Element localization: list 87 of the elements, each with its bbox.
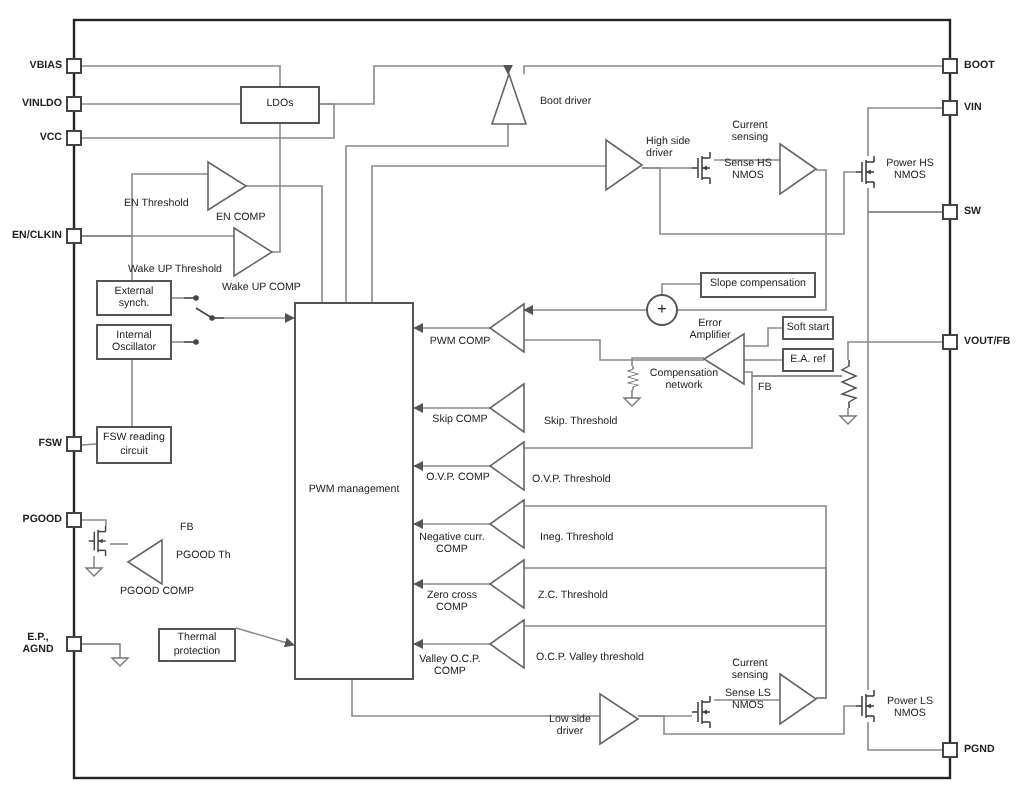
block-box (700, 272, 816, 298)
wire (131, 359, 133, 427)
arrow (413, 461, 491, 471)
block-box (96, 324, 172, 360)
wire (371, 165, 607, 303)
resistor-symbol (628, 366, 638, 390)
pin-pad (942, 204, 958, 220)
arrow (523, 305, 647, 315)
amplifier-triangle (780, 144, 816, 194)
amplifier-triangle (600, 694, 638, 744)
wire (743, 327, 783, 347)
pin-pad (66, 130, 82, 146)
wire (677, 169, 827, 311)
amplifier-triangle (490, 442, 524, 490)
summing-junction (646, 294, 678, 326)
wire (245, 185, 323, 303)
plus-sign: + (657, 302, 667, 318)
arrow (413, 639, 491, 649)
pin-pad (942, 334, 958, 350)
wire (171, 297, 185, 299)
resistor-symbol (842, 360, 856, 408)
pin-pad (942, 58, 958, 74)
wire (631, 357, 705, 367)
pin-pad (66, 436, 82, 452)
wire (523, 625, 827, 699)
pin-pad (942, 742, 958, 758)
pin-pad (66, 636, 82, 652)
arrow (413, 403, 491, 413)
wire (661, 283, 701, 295)
wire (523, 375, 843, 449)
amplifier-triangle (490, 500, 524, 548)
block-box (294, 302, 414, 680)
amplifier-triangle (780, 674, 816, 724)
switch-symbol (184, 294, 224, 342)
wire (713, 699, 781, 701)
arrow (413, 519, 491, 529)
amplifier-triangle (490, 304, 524, 352)
wire (637, 705, 857, 735)
transistor-symbol (692, 696, 714, 728)
wire (109, 543, 129, 545)
block-box (96, 426, 172, 464)
amplifier-triangle (490, 620, 524, 668)
pin-pad (66, 96, 82, 112)
block-box (782, 348, 834, 372)
arrow (413, 579, 491, 589)
block-box (782, 316, 834, 340)
transistor-symbol (856, 156, 878, 188)
wire (81, 103, 335, 139)
wire (713, 159, 781, 161)
transistor-symbol (856, 690, 878, 722)
transistor-symbol (692, 152, 714, 184)
wire (743, 359, 783, 361)
wire (523, 339, 705, 361)
wire (867, 107, 943, 157)
wire (271, 123, 281, 253)
wire (867, 721, 943, 751)
wire (171, 341, 185, 343)
wire (847, 341, 943, 361)
block-box (96, 280, 172, 316)
amplifier-triangle (490, 560, 524, 608)
amplifier-triangle (490, 384, 524, 432)
wire (81, 65, 281, 87)
pin-pad (942, 100, 958, 116)
wire (351, 679, 601, 717)
wire (81, 235, 133, 281)
amplifier-triangle (234, 228, 272, 276)
pin-pad (66, 58, 82, 74)
wire (523, 65, 943, 75)
block-box (158, 628, 236, 662)
arrow (235, 627, 295, 648)
pin-pad (66, 228, 82, 244)
wire (345, 123, 509, 303)
wire (81, 103, 241, 105)
wire (641, 167, 857, 235)
arrow (413, 323, 491, 333)
wire (81, 519, 107, 527)
transistor-symbol (88, 526, 110, 556)
wire (867, 211, 943, 691)
arrow (319, 64, 513, 105)
wire (81, 443, 97, 446)
amplifier-triangle (606, 140, 642, 190)
amplifier-triangle (128, 540, 162, 584)
amplifier-triangle (208, 162, 246, 210)
amplifier-triangle (492, 74, 526, 124)
pin-pad (66, 512, 82, 528)
block-box (240, 86, 320, 124)
arrow (223, 313, 295, 323)
